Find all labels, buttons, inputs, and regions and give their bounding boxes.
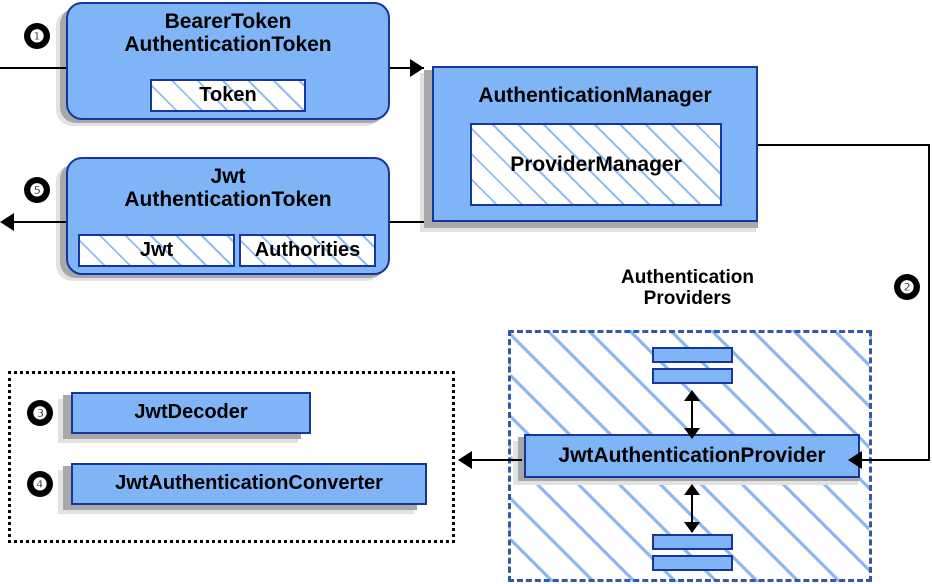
- connector-result-out-arrowhead: [0, 213, 14, 231]
- connector-manager-to-provider-arrowhead: [848, 451, 862, 469]
- connector-manager-to-provider-down: [928, 144, 930, 460]
- compartment-authorities: Authorities: [239, 234, 376, 267]
- node-bearer-token-authentication-token[interactable]: BearerToken AuthenticationToken: [66, 2, 390, 120]
- compartment-token-label: Token: [199, 84, 257, 106]
- connector-provider-stack-top-arrowhead-up: [684, 390, 700, 401]
- compartment-token: Token: [150, 79, 306, 112]
- connector-provider-stack-top: [691, 398, 693, 436]
- compartment-provider-manager: ProviderManager: [470, 123, 722, 206]
- node-jwt-authentication-converter-title: JwtAuthenticationConverter: [115, 472, 383, 495]
- compartment-jwt-label: Jwt: [139, 239, 174, 261]
- provider-stack-bar-top-2: [652, 368, 733, 384]
- node-jwt-decoder-title: JwtDecoder: [134, 401, 248, 424]
- compartment-jwt: Jwt: [78, 234, 235, 267]
- compartment-authorities-label: Authorities: [254, 239, 361, 261]
- node-bearer-token-authentication-token-title: BearerToken AuthenticationToken: [124, 10, 332, 56]
- node-jwt-decoder[interactable]: JwtDecoder: [71, 392, 311, 434]
- provider-stack-bar-bottom-2: [652, 555, 733, 571]
- badge-step-3: ❸: [27, 400, 53, 426]
- connector-manager-to-result: [388, 221, 424, 223]
- node-jwt-authentication-token-title: Jwt AuthenticationToken: [124, 165, 332, 211]
- connector-manager-to-provider-in: [862, 459, 930, 461]
- connector-token-to-manager-arrowhead: [410, 59, 424, 77]
- badge-step-4: ❹: [27, 471, 53, 497]
- connector-provider-to-support: [472, 459, 522, 461]
- connector-provider-stack-top-arrowhead-down: [684, 428, 700, 439]
- connector-provider-stack-bottom-arrowhead-up: [684, 484, 700, 495]
- connector-provider-stack-bottom-arrowhead-down: [684, 522, 700, 533]
- node-authentication-manager-title: AuthenticationManager: [478, 84, 712, 107]
- connector-manager-to-provider-top: [758, 144, 930, 146]
- connector-result-out: [12, 221, 70, 223]
- badge-step-2: ❷: [894, 274, 920, 300]
- connector-request-in: [0, 67, 70, 69]
- node-jwt-authentication-provider[interactable]: JwtAuthenticationProvider: [524, 434, 860, 478]
- badge-step-5: ❺: [24, 177, 50, 203]
- compartment-provider-manager-label: ProviderManager: [510, 152, 682, 176]
- connector-provider-to-support-arrowhead: [458, 451, 472, 469]
- node-jwt-authentication-provider-title: JwtAuthenticationProvider: [558, 443, 826, 467]
- provider-stack-bar-bottom-1: [652, 534, 733, 550]
- node-jwt-authentication-converter[interactable]: JwtAuthenticationConverter: [71, 463, 427, 505]
- connector-token-to-manager: [388, 67, 424, 69]
- badge-step-1: ❶: [24, 23, 50, 49]
- connector-provider-stack-bottom: [691, 492, 693, 530]
- authentication-providers-caption: Authentication Providers: [621, 267, 754, 309]
- provider-stack-bar-top-1: [652, 347, 733, 363]
